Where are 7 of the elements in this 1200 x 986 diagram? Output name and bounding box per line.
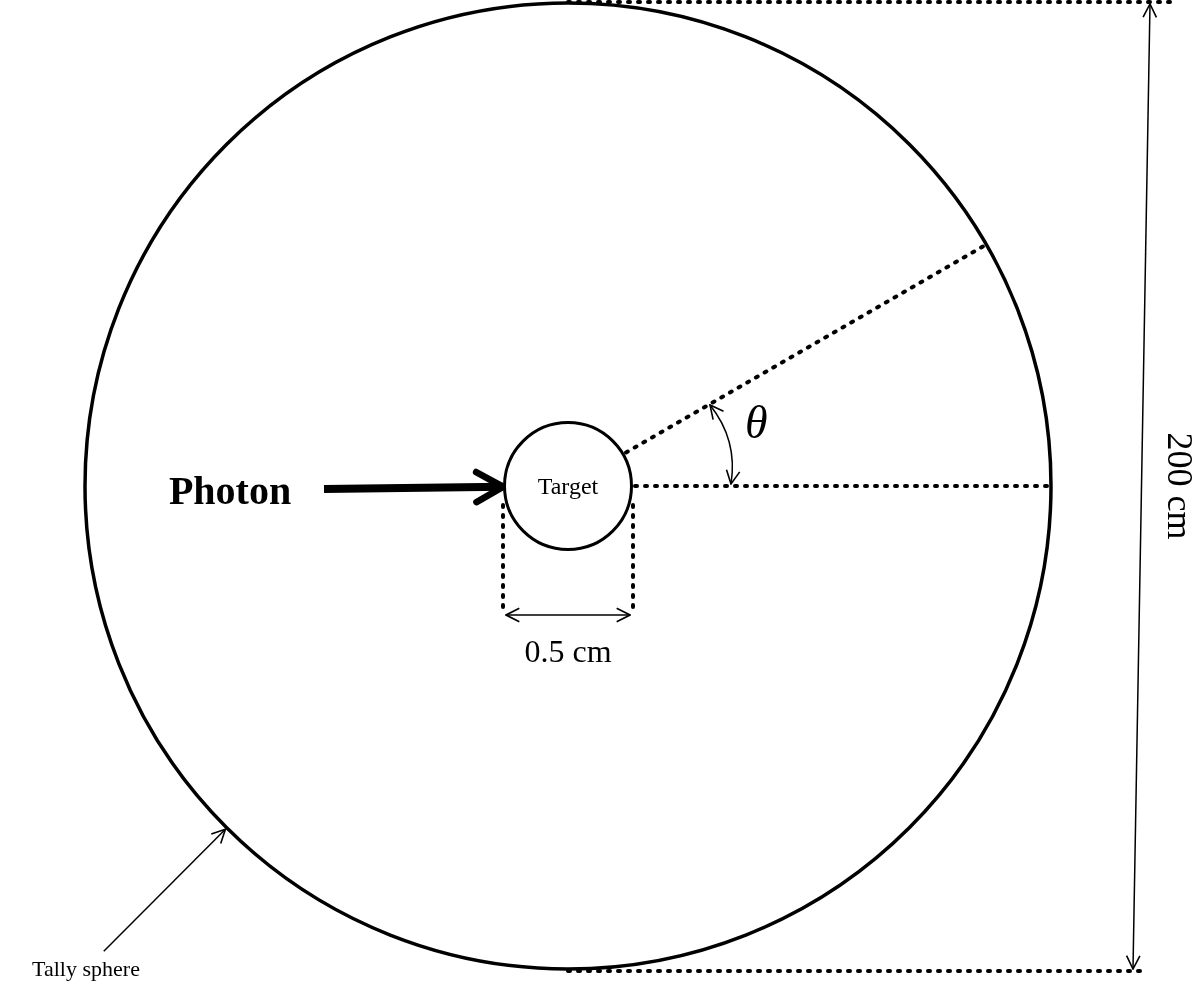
angle-symbol: θ — [745, 400, 768, 446]
dimension-label: 200 cm — [1162, 432, 1198, 540]
leader-arrow — [103, 828, 227, 952]
photon-label: Photon — [140, 462, 320, 518]
sphere-label: Tally sphere — [0, 954, 172, 984]
dimension-label: 0.5 cm — [524, 635, 612, 667]
target-circle: Target — [503, 421, 633, 551]
